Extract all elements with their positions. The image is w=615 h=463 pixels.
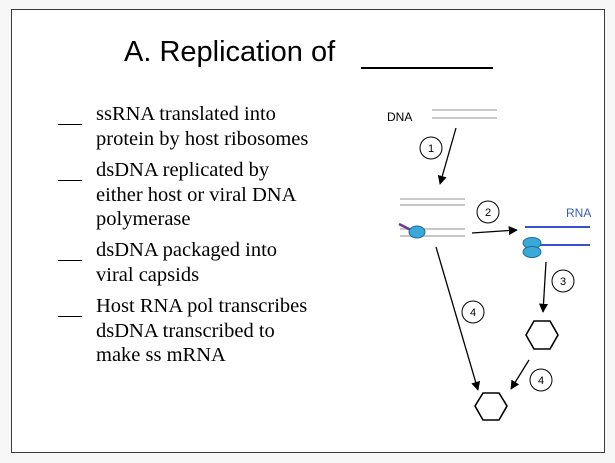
step-3-number: 3 bbox=[560, 276, 566, 288]
item-line: dsDNA replicated by bbox=[96, 159, 270, 181]
slide-title: A. Replication of bbox=[124, 36, 336, 68]
item-line: dsDNA transcribed to bbox=[96, 319, 275, 342]
capsid-hexagon-icon bbox=[474, 392, 508, 421]
step-2-badge bbox=[476, 200, 500, 224]
arrow-step-3 bbox=[538, 261, 549, 313]
step-3-badge bbox=[551, 269, 575, 293]
item-line: protein by host ribosomes bbox=[96, 127, 309, 150]
step-1-number: 1 bbox=[428, 143, 434, 155]
answer-blank bbox=[58, 180, 82, 181]
ribosome-small-subunit-icon bbox=[522, 246, 542, 258]
arrow-step-4-assembly bbox=[510, 359, 530, 390]
arrow-step-2 bbox=[471, 226, 518, 236]
arrow-step-1 bbox=[437, 127, 457, 185]
answer-blank bbox=[58, 260, 82, 261]
step-1-badge bbox=[419, 136, 443, 160]
step-4-badge bbox=[461, 300, 485, 324]
item-line: either host or viral DNA bbox=[96, 183, 297, 206]
rna-label: RNA bbox=[566, 206, 591, 220]
item-line: viral capsids bbox=[96, 263, 200, 286]
item-line: polymerase bbox=[96, 208, 191, 230]
polymerase-icon bbox=[408, 225, 426, 239]
answer-blank bbox=[58, 124, 82, 125]
step-2-number: 2 bbox=[485, 207, 491, 219]
item-line: ssRNA translated into bbox=[96, 103, 276, 125]
step-4-number: 4 bbox=[470, 307, 476, 319]
title-blank bbox=[361, 67, 493, 69]
arrow-step-4-packaging bbox=[435, 246, 481, 391]
item-line: make ss mRNA bbox=[96, 344, 226, 366]
capsid-hexagon-icon bbox=[525, 320, 559, 350]
dna-label: DNA bbox=[387, 110, 412, 124]
answer-blank bbox=[58, 316, 82, 317]
step-4-badge bbox=[529, 368, 553, 392]
step-4-number: 4 bbox=[538, 375, 544, 387]
item-line: Host RNA pol transcribes bbox=[96, 295, 308, 317]
item-line: dsDNA packaged into bbox=[96, 239, 278, 261]
